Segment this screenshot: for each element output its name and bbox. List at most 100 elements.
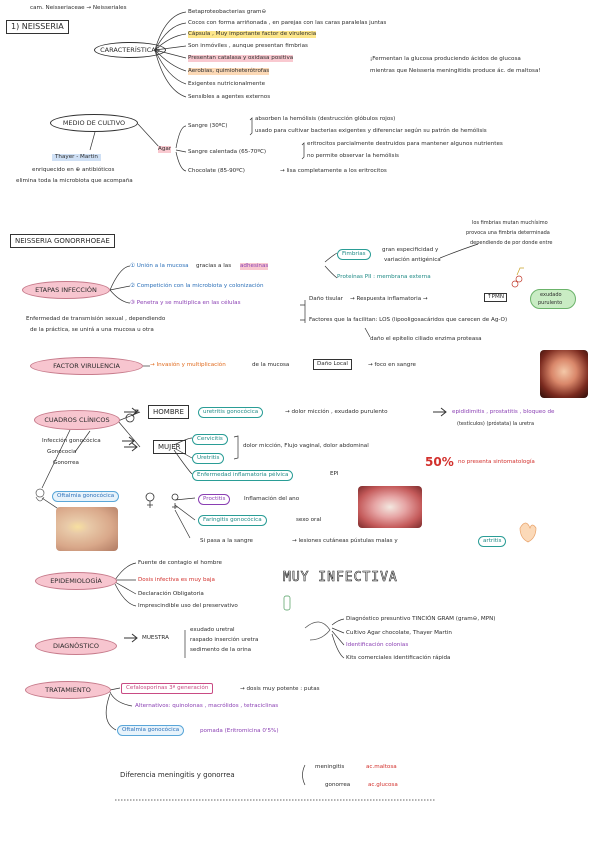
top-note: cam. Neisseriaceae → Neisseriales [30, 5, 127, 11]
asintomatica: no presenta sintomatología [458, 459, 535, 465]
sangre-label: Sangre (30ºC) [188, 123, 228, 129]
dano-epitelio: daño el epitelio ciliado enzima proteasa [370, 336, 482, 342]
dosis-potente: → dosis muy potente : putas [240, 686, 320, 692]
exudado-line-2: purulento [538, 300, 563, 306]
baby-eye-photo [56, 507, 118, 551]
epi-suffix: EPI [330, 471, 339, 477]
epi-item-1: Fuente de contagio el hombre [138, 560, 222, 566]
uretritis-gonococica-pill: uretritis gonocócica [198, 407, 264, 418]
section-title-gonorrhoeae: NEISSERIA GONORRHOEAE [10, 234, 115, 248]
oftalmia-pill: Oftalmia gonocócica [52, 491, 120, 502]
step-2: ② Competición con la microbiota y coloni… [130, 283, 264, 289]
gonorrea-label: Gonorrea [53, 460, 79, 466]
thayer-note-2: elimina toda la microbiota que acompaña [16, 178, 133, 184]
alternativos: Alternativos: quinolonas , macrólidos , … [135, 703, 279, 709]
tratamiento-oval: TRATAMIENTO [25, 681, 111, 699]
exudado-cloud: exudado purulento [530, 289, 576, 309]
cervicitis-pill: Cervicitis [192, 434, 228, 445]
fimbrias-desc-2: variación antigénica [384, 257, 441, 263]
fimbrias-note-2: provoca una fimbria determinada [466, 230, 550, 236]
throat-photo [358, 486, 422, 528]
respuesta-inflamatoria: → Respuesta inflamatoria → [350, 296, 428, 302]
dolor-miccion-hombre: → dolor micción , exudado purulento [285, 409, 388, 415]
fimbrias-note-3: dependiendo de por donde entre [470, 240, 553, 246]
diag-item-2: Cultivo Agar chocolate, Thayer Martin [346, 630, 452, 636]
fifty-percent: 50% [425, 455, 454, 469]
cuadros-clinicos-oval: CUADROS CLÍNICOS [34, 410, 120, 430]
diag-item-4: Kits comerciales identificación rápida [346, 655, 451, 661]
muestra-label: MUESTRA [142, 635, 169, 641]
factores-facilitan: Factores que la facilitan: LOS (lipoolig… [309, 317, 508, 323]
mujer-box: MUJER [153, 440, 186, 454]
sangre-note-2: usado para cultivar bacterias exigentes … [255, 128, 487, 134]
sangre-note-1: absorben la hemólisis (destrucción glóbu… [255, 116, 396, 122]
step-3: ③ Penetra y se multiplica en las células [130, 300, 241, 306]
char-item-8: Sensibles a agentes externos [188, 94, 271, 100]
step-1c: adhesinas [240, 263, 269, 270]
char-item-7: Exigentes nutricionalmente [188, 81, 266, 87]
epididimitis-notes: (testículos) (próstata) la uretra [457, 421, 535, 427]
chocolate-note: → lisa completamente a los eritrocitos [280, 168, 387, 174]
proctitis-pill: Proctitis [198, 494, 231, 505]
muy-infectiva: MUY INFECTIVA [283, 570, 398, 586]
invasion: → Invasión y multiplicación [150, 362, 226, 368]
pmn-box: ↑PMN [484, 293, 508, 302]
hombre-box: HOMBRE [148, 405, 189, 419]
infeccion-gonococica: Infección gonocócica [42, 438, 101, 444]
oftalmia-2-pill: Oftalmia gonocócica [117, 725, 185, 736]
char-item-2: Cocos con forma arriñonada , en parejas … [188, 20, 387, 26]
characteristics-oval: CARACTERÍSTICAS [94, 42, 166, 58]
fimbrias-pill: Fimbrias [337, 249, 371, 260]
diag-item-1: Diagnóstico presuntivo TINCIÓN GRAM (gra… [346, 616, 496, 622]
muestra-2: raspado inserción uretra [190, 637, 259, 643]
epi-item-3: Declaración Obligatoria [138, 591, 204, 597]
side-note-2: mientras que Neisseria meningitidis prod… [370, 68, 541, 74]
diferencia-title: Diferencia meningitis y gonorrea [120, 771, 235, 779]
ac-maltosa: ac.maltosa [366, 764, 397, 770]
char-item-1: Betaproteobacterias gram⊖ [188, 9, 267, 15]
muestra-3: sedimento de la orina [190, 647, 252, 653]
thayer-note-1: enriquecido en ⊕ antibióticos [32, 167, 115, 173]
ac-glucosa: ac.glucosa [368, 782, 398, 788]
pomada: pomada (Eritromicina 0'5%) [200, 728, 279, 734]
thayer-label: Thayer - Martin [52, 154, 101, 161]
epididimitis: epididimitis , prostatitis , bloqueo de [452, 409, 555, 415]
step-1b: gracias a las [196, 263, 232, 269]
side-note-1: ¡Fermentan la glucosa produciendo ácidos… [370, 56, 521, 62]
meningitis-label: meningitis [315, 764, 345, 770]
faringitis-note: sexo oral [296, 517, 322, 523]
transmision-1: Enfermedad de transmisión sexual , depen… [26, 316, 166, 322]
section-title-neisseria: 1) NEISSERIA [6, 20, 69, 34]
uretritis-pill: Uretritis [192, 453, 225, 464]
diagnostico-oval: DIAGNÓSTICO [35, 637, 117, 655]
epi-item-4: Imprescindible uso del preservativo [138, 603, 238, 609]
epidemiologia-oval: EPIDEMIOLOGÍA [35, 572, 117, 590]
transmision-2: de la práctica, se unirá a una mucosa u … [30, 327, 154, 333]
char-item-4: Son inmóviles , aunque presentan fimbria… [188, 43, 308, 49]
faringitis-pill: Faringitis gonocócica [198, 515, 267, 526]
char-item-3: Cápsula , Muy importante factor de virul… [188, 31, 317, 38]
si-pasa-sangre: Si pasa a la sangre [200, 538, 254, 544]
calentada-label: Sangre calentada (65-70ºC) [188, 149, 267, 155]
factor-virulencia-oval: FACTOR VIRULENCIA [30, 357, 143, 375]
cervix-photo [540, 350, 588, 398]
calentada-note-1: eritrocitos parcialmente destruidos para… [307, 141, 503, 147]
epi-pill: Enfermedad inflamatoria pélvica [192, 470, 294, 481]
medio-cultivo-oval: MEDIO DE CULTIVO [50, 114, 138, 132]
exudado-line-1: exudado [540, 292, 562, 298]
muestra-1: exudado uretral [190, 627, 235, 633]
cefalosporinas-box: Cefalosporinas 3ª generación [121, 683, 214, 694]
proctitis-note: Inflamación del ano [244, 496, 300, 502]
gonococia: Gonococia [47, 449, 77, 455]
artritis-pill: artritis [478, 536, 507, 547]
de-mucosa: de la mucosa [252, 362, 290, 368]
gonorrea-compare: gonorrea [325, 782, 351, 788]
char-item-5: Presentan catalasa y oxidasa positiva [188, 55, 294, 62]
agar-label: Agar [158, 146, 172, 153]
chocolate-label: Chocolate (85-90ºC) [188, 168, 245, 174]
step-1a: ① Unión a la mucosa [130, 263, 189, 269]
epi-item-2: Dosis infectiva es muy baja [138, 577, 215, 583]
dano-tisular: Daño tisular [309, 296, 343, 302]
dano-local-box: Daño Local [313, 359, 352, 370]
dolor-miccion-mujer: dolor micción, Flujo vaginal, dolor abdo… [243, 443, 369, 449]
